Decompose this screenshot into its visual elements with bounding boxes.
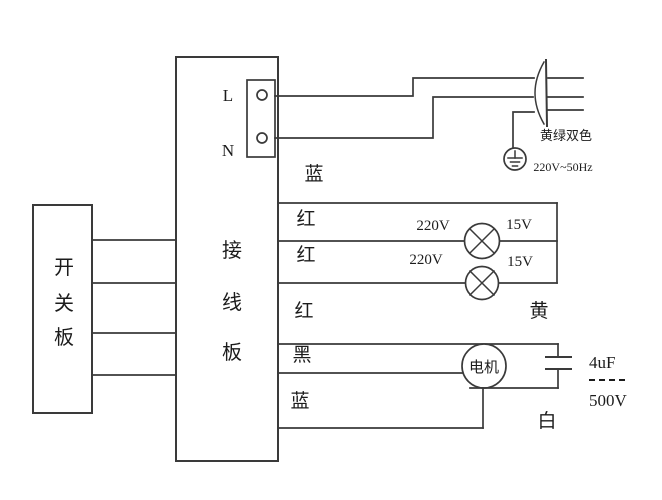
lamp2-icon [464,265,500,301]
live-wire [274,77,535,97]
plug-flange [544,58,549,128]
neutral-wire [274,96,534,139]
lamp1-secondary-voltage: 15V [506,217,532,233]
switch-board-label-char3: 板 [54,326,74,349]
lamp1-icon [463,222,501,260]
terminal-l-label: L [223,86,233,105]
terminal-screw-n-icon [256,132,268,144]
wire-label-black: 黑 [292,345,311,366]
earth-ground-icon [503,147,527,171]
wire-label-red-2: 红 [296,244,315,266]
switch-board-label-char2: 关 [54,292,74,315]
terminal-board-label-char2: 线 [222,291,242,314]
wire-label-yellow: 黄 [529,300,548,322]
wire-label-blue-bottom: 蓝 [290,390,309,412]
wire-label-red-3: 红 [294,300,313,322]
lamp2-primary-voltage: 220V [409,252,443,268]
ground-wire [512,111,535,149]
capacitor-capacitance-label: 4uF [589,353,615,372]
wire-label-blue-top: 蓝 [304,163,323,185]
terminal-board-box [175,56,279,462]
mains-rating-label: 220V~50Hz [533,160,592,174]
motor-label: 电机 [469,359,499,376]
switch-board-box [32,204,93,414]
terminal-board-label-char1: 接 [222,239,242,262]
ground-wire-color-label: 黄绿双色 [540,128,592,143]
terminal-screw-l-icon [256,89,268,101]
wire-label-red-1: 红 [296,208,315,230]
switch-board-label-char1: 开 [54,257,74,279]
capacitor-voltage-label: 500V [589,391,628,410]
terminal-board-label-char3: 板 [222,341,242,364]
plug-icon [534,60,546,126]
lamp1-primary-voltage: 220V [416,218,450,234]
capacitor-icon [545,343,572,389]
terminal-n-label: N [222,141,234,160]
lamp2-secondary-voltage: 15V [507,254,533,270]
wire-label-white: 白 [537,410,556,432]
